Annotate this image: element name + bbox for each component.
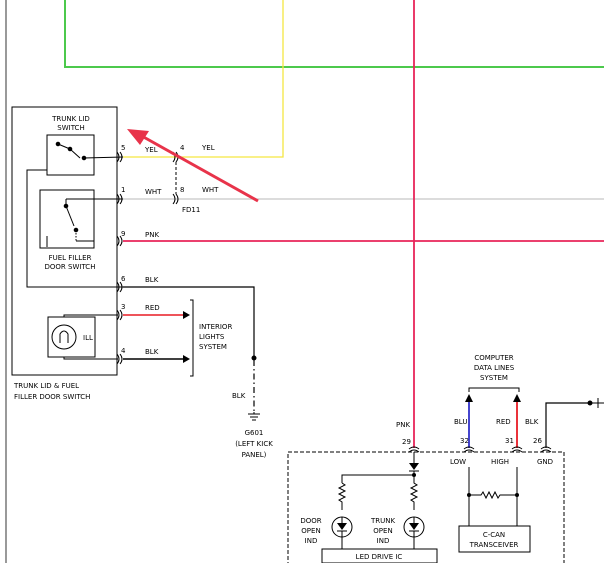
resistor-trunk [409, 477, 419, 510]
interior-lights-label-3: SYSTEM [199, 343, 227, 351]
ill-lamp-box [47, 316, 96, 358]
led-drive-ic-label: LED DRIVE IC [356, 553, 403, 561]
door-open-label-3: IND [305, 537, 318, 545]
trunk-lid-switch-label: TRUNK LID [51, 115, 90, 123]
green-wire [64, 0, 604, 68]
door-open-label-2: OPEN [301, 527, 320, 535]
wire-wht-1: WHT [145, 188, 162, 196]
blk-wire-26 [545, 402, 590, 448]
trunk-lid-switch-contact [55, 141, 124, 161]
fd11-connector [172, 151, 179, 205]
computer-data-lines-label-3: SYSTEM [480, 374, 508, 382]
assembly-connector-pins [116, 151, 123, 365]
pin-6: 6 [121, 275, 126, 283]
ill-wire-pin4 [63, 357, 118, 360]
door-open-label: DOOR [300, 517, 321, 525]
internal-feed-line [26, 169, 123, 288]
interior-lights-label-2: LIGHTS [199, 333, 225, 341]
pin-3: 3 [121, 303, 125, 311]
arrow-up-icon [513, 394, 521, 402]
ill-wire-pin3 [63, 314, 118, 317]
pin-29: 29 [402, 438, 411, 446]
fuel-filler-switch-box [39, 189, 95, 249]
fd11-pin-8: 8 [180, 186, 184, 194]
fuel-filler-switch-contact [63, 198, 123, 242]
module-connector-pins [463, 446, 552, 453]
annotation-arrow-line [139, 133, 259, 203]
arrow-right-icon [183, 311, 190, 319]
pin-1: 1 [121, 186, 125, 194]
led-drive-ic-box [321, 548, 438, 563]
ill-filament [59, 330, 69, 343]
wire-blk-ground: BLK [232, 392, 246, 400]
ccan-transceiver-box [458, 525, 531, 553]
ground-icon [248, 412, 260, 421]
assembly-label: TRUNK LID & FUEL [13, 382, 79, 390]
trunk-lid-switch-label-2: SWITCH [57, 124, 84, 132]
wire-yel-1: YEL [144, 146, 158, 154]
interior-lights-label: INTERIOR [199, 323, 232, 331]
pin-29-terminal [408, 446, 420, 453]
resistor-door [337, 482, 347, 510]
diode-icon [409, 463, 419, 470]
arrow-right-icon [183, 355, 190, 363]
assembly-label-2: FILLER DOOR SWITCH [14, 393, 90, 401]
pin-31: 31 [505, 437, 514, 445]
computer-bracket [468, 387, 520, 392]
trunk-open-label: TRUNK [370, 517, 395, 525]
fuel-filler-label: FUEL FILLER [49, 254, 92, 262]
led-triangle [337, 523, 347, 530]
ccan-label-2: TRANSCEIVER [469, 541, 519, 549]
pin-4: 4 [121, 347, 126, 355]
ground-name: G601 [245, 429, 264, 437]
ground-location-2: PANEL) [242, 451, 267, 459]
high-label: HIGH [491, 458, 509, 466]
wire-wht-2: WHT [202, 186, 219, 194]
gnd-label: GND [537, 458, 553, 466]
fd11-pin-4: 4 [180, 144, 185, 152]
led-triangle [409, 523, 419, 530]
pin-32: 32 [460, 437, 469, 445]
cluster-module-box [287, 451, 565, 563]
wire-yel-2: YEL [201, 144, 215, 152]
pin-5: 5 [121, 144, 125, 152]
ill-label: ILL [83, 334, 93, 342]
wire-red-31: RED [496, 418, 511, 426]
termination-resistor [469, 490, 517, 500]
computer-data-lines-label: COMPUTER [474, 354, 513, 362]
pin-26: 26 [533, 437, 542, 445]
splice-dot [587, 400, 593, 406]
wire-blk-26: BLK [525, 418, 539, 426]
wire-blk-6: BLK [145, 276, 159, 284]
ill-lamp-icon [51, 324, 77, 350]
feed-split-left [341, 474, 414, 483]
trunk-lid-switch-box [46, 134, 95, 176]
arrow-up-icon [465, 394, 473, 402]
blk-ground-wire [123, 286, 255, 358]
annotation-arrow-head [127, 129, 149, 145]
wire-red-3: RED [145, 304, 160, 312]
ground-location: (LEFT KICK [235, 440, 273, 448]
wire-blk-4: BLK [145, 348, 159, 356]
splice-dot [251, 355, 257, 361]
wire-blu: BLU [454, 418, 467, 426]
trunk-open-label-3: IND [377, 537, 390, 545]
interior-bracket [190, 299, 194, 377]
trunk-open-label-2: OPEN [373, 527, 392, 535]
fd11-label: FD11 [182, 206, 200, 214]
wire-pnk-2: PNK [396, 421, 410, 429]
computer-data-lines-label-2: DATA LINES [474, 364, 515, 372]
wire-pnk-1: PNK [145, 231, 159, 239]
switch-assembly-box [11, 106, 118, 376]
low-label: LOW [450, 458, 466, 466]
pin-9: 9 [121, 230, 125, 238]
ccan-label: C-CAN [483, 531, 505, 539]
fuel-filler-label-2: DOOR SWITCH [45, 263, 96, 271]
splice-dot [412, 473, 416, 477]
